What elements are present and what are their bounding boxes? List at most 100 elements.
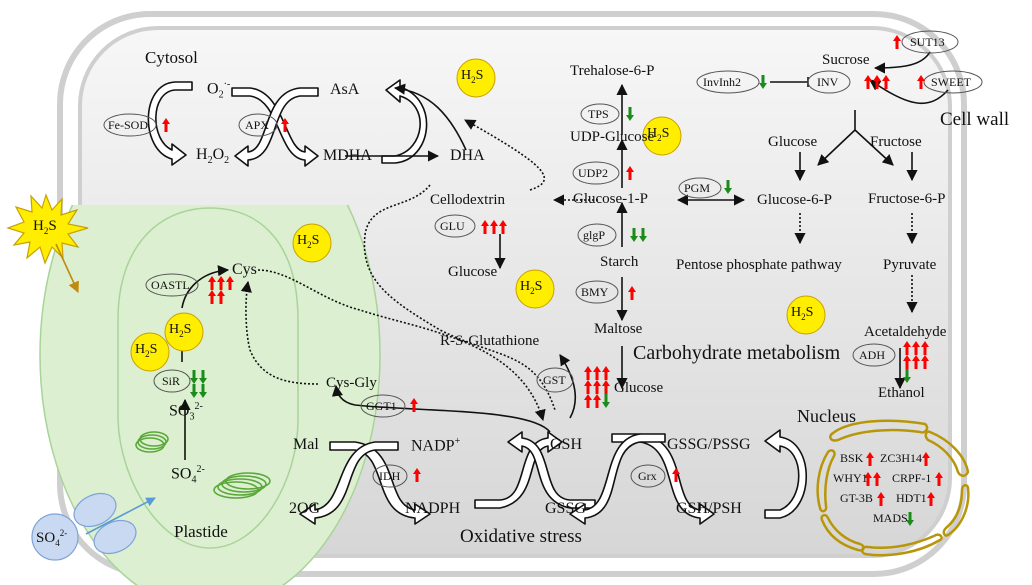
enzyme-pgm: PGM xyxy=(684,181,711,195)
h2s-icon xyxy=(642,116,682,156)
metabolite-glucose-6-p: Glucose-6-P xyxy=(757,192,832,208)
metabolite-fructose: Fructose xyxy=(870,134,922,150)
metabolite-ethanol: Ethanol xyxy=(878,385,925,401)
h2s-s: S xyxy=(183,322,192,337)
enzyme-oval xyxy=(575,280,619,304)
metabolite-glucose-cello: Glucose xyxy=(448,264,498,280)
h2s-sub: 2 xyxy=(145,348,150,359)
h2s-s: S xyxy=(311,233,320,248)
gene-crpf-1: CRPF-1 xyxy=(892,471,932,485)
metabolite-2og: 2OG xyxy=(289,500,321,517)
metabolite-nadp: NADP+ xyxy=(411,437,460,454)
enzyme-gst: GST xyxy=(543,373,566,387)
metabolite-pentose-phosphate-pathway: Pentose phosphate pathway xyxy=(676,257,842,273)
h2s-sub: 2 xyxy=(657,132,662,143)
enzyme-glgp: glgP xyxy=(583,228,606,242)
section-label-oxidative: Oxidative stress xyxy=(460,526,582,547)
metabolite-gssg-pssg: GSSG/PSSG xyxy=(667,436,751,453)
h2s-label: H2S xyxy=(647,127,669,143)
plastid xyxy=(117,207,299,549)
h2s-sub: 2 xyxy=(179,328,184,339)
enzyme-apx: APX xyxy=(245,118,270,132)
h2s-s: S xyxy=(48,218,57,234)
metabolite-o2-radical: O2·- xyxy=(207,80,230,101)
compartment-label-cell-wall: Cell wall xyxy=(940,109,1010,130)
h2s-label: H2S xyxy=(297,234,319,250)
h2s-sub: 2 xyxy=(801,311,806,322)
gene-zc3h14: ZC3H14 xyxy=(880,451,922,465)
enzyme-oval xyxy=(807,70,851,94)
enzyme-oval xyxy=(630,464,666,488)
enzyme-glu: GLU xyxy=(440,219,465,233)
metabolite-so3: SO32- xyxy=(169,402,203,423)
h2s-label: H2S xyxy=(520,280,542,296)
gene-hdt1: HDT1 xyxy=(896,491,927,505)
enzyme-oval xyxy=(536,367,574,393)
metabolite-starch: Starch xyxy=(600,254,639,270)
metabolite-so4-external: SO42- xyxy=(36,529,67,548)
enzyme-oval xyxy=(696,70,760,94)
h2s-label: H2S xyxy=(461,69,483,85)
h2s-label: H2S xyxy=(791,306,813,322)
enzyme-oval xyxy=(145,273,199,297)
o2-sup: ·- xyxy=(223,79,231,90)
so3-sup: 2- xyxy=(194,401,203,412)
h2o2-sub1: 2 xyxy=(207,155,213,167)
enzyme-bmy: BMY xyxy=(581,285,609,299)
metabolite-glucose-1-p: Glucose-1-P xyxy=(573,191,648,207)
cycle-arrow xyxy=(764,429,808,519)
h2s-h: H xyxy=(520,279,531,294)
enzyme-oval xyxy=(103,113,157,137)
metabolite-glucose-sucrose: Glucose xyxy=(768,134,818,150)
h2s-sub: 2 xyxy=(471,74,476,85)
metabolite-r-s-glutathione: R-S-Glutathione xyxy=(440,333,540,349)
h2s-h: H xyxy=(297,233,308,248)
enzyme-grx: Grx xyxy=(638,469,657,483)
h2s-h: H xyxy=(791,305,802,320)
metabolite-glucose-maltose: Glucose xyxy=(614,380,664,396)
h2s-icon xyxy=(456,58,496,98)
h2s-label: H2S xyxy=(33,219,57,236)
h2s-label: H2S xyxy=(135,343,157,359)
cycle-arrow xyxy=(507,431,596,509)
h2s-sub: 2 xyxy=(43,226,49,236)
metabolite-mdha: MDHA xyxy=(323,147,372,164)
metabolite-mal: Mal xyxy=(293,436,319,453)
metabolite-so4-plastid: SO42- xyxy=(171,465,205,486)
h2s-molecules xyxy=(130,58,826,372)
cycle-arrow xyxy=(329,441,431,525)
so3-sub: 3 xyxy=(189,411,195,423)
enzyme-oval xyxy=(901,30,959,54)
h2s-h: H xyxy=(461,68,472,83)
h2s-icon xyxy=(164,312,204,352)
enzyme-oval xyxy=(360,394,406,418)
cycle-arrow xyxy=(381,79,428,164)
gene-bsk: BSK xyxy=(840,451,864,465)
metabolite-gssg: GSSG xyxy=(545,500,586,517)
h2o2-h: H xyxy=(196,146,208,163)
enzyme-oval xyxy=(238,113,278,137)
o2-sub: 2 xyxy=(218,89,224,101)
cycle-arrow xyxy=(474,431,563,509)
h2s-icon xyxy=(515,269,555,309)
enzyme-invinh2: InvInh2 xyxy=(703,75,741,89)
metabolite-cys-gly: Cys-Gly xyxy=(326,375,377,391)
cycle-arrow xyxy=(147,81,193,166)
metabolite-sucrose: Sucrose xyxy=(822,52,870,68)
thylakoid-stack-icon xyxy=(135,431,271,499)
so4-ext-sub: 4 xyxy=(55,538,60,548)
metabolite-fructose-6-p: Fructose-6-P xyxy=(868,191,946,207)
enzyme-oval xyxy=(678,177,722,199)
cycle-arrow xyxy=(569,433,666,525)
enzyme-idh: IDH xyxy=(379,469,401,483)
enzyme-oastl: OASTL xyxy=(151,278,190,292)
nadp-sup: + xyxy=(454,436,461,447)
compartment-label-cytosol: Cytosol xyxy=(145,48,198,67)
h2s-icon xyxy=(130,332,170,372)
transporter-sweet: SWEET xyxy=(931,75,971,89)
metabolite-asa: AsA xyxy=(330,81,360,98)
compartment-label-nucleus: Nucleus xyxy=(797,406,856,426)
external-h2s-burst-icon xyxy=(6,193,89,294)
so3-text: SO xyxy=(169,402,190,420)
